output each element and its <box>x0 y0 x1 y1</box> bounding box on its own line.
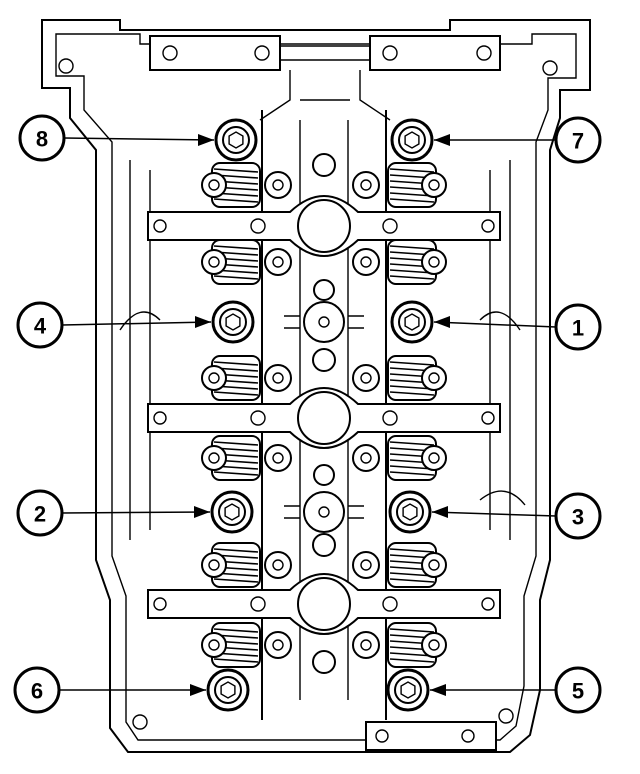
callout-circle <box>13 666 61 714</box>
leader-line <box>63 137 215 141</box>
arrowhead <box>198 134 214 146</box>
callout-label: 6 <box>31 679 43 704</box>
center-port-circles <box>284 153 364 674</box>
callout-circle <box>16 301 64 349</box>
callout-circle <box>554 492 602 540</box>
callout-label: 7 <box>572 129 584 154</box>
valve-spring <box>201 355 261 401</box>
callout-3: 3 <box>431 492 602 540</box>
head-bolt-8 <box>214 118 258 162</box>
arrowhead <box>190 684 206 696</box>
cam-bearing-bridge-2 <box>147 387 501 449</box>
head-bolts <box>206 118 434 712</box>
callout-label: 8 <box>36 127 48 152</box>
arrowhead <box>434 316 450 328</box>
cam-follower <box>352 171 380 199</box>
valve-spring <box>387 162 447 208</box>
bolt-sequence-callouts: 1 2 3 4 5 6 7 8 <box>13 114 602 714</box>
top-cam-cap-rail <box>149 35 501 121</box>
head-bolt-4 <box>211 300 255 344</box>
callout-label: 1 <box>572 316 584 341</box>
valve-spring <box>201 622 261 668</box>
leader-line <box>431 511 557 517</box>
valve-spring <box>387 355 447 401</box>
callout-6: 6 <box>13 666 206 714</box>
callout-label: 2 <box>34 502 46 527</box>
callout-circle <box>554 666 602 714</box>
callout-7: 7 <box>434 116 602 164</box>
arrowhead <box>194 506 210 518</box>
cam-follower <box>264 631 292 659</box>
callout-circle <box>554 303 602 351</box>
head-bolt-6 <box>206 668 250 712</box>
bottom-cam-cap-rail <box>365 721 497 751</box>
cam-bearing-bridge-3 <box>147 573 501 635</box>
cam-follower <box>264 171 292 199</box>
cam-follower <box>264 248 292 276</box>
leader-line <box>433 321 557 328</box>
callout-4: 4 <box>16 301 212 349</box>
callout-2: 2 <box>16 489 211 537</box>
callout-label: 3 <box>572 505 584 530</box>
valve-spring <box>201 435 261 481</box>
arrowhead <box>430 684 446 696</box>
arrowhead <box>432 506 448 518</box>
callout-circle <box>554 116 602 164</box>
valve-springs <box>201 162 447 668</box>
cam-followers <box>264 171 380 659</box>
head-bolt-5 <box>386 668 430 712</box>
cam-follower <box>352 364 380 392</box>
cam-follower <box>352 248 380 276</box>
cam-bearing-bridge-1 <box>147 195 501 257</box>
leader-line <box>61 321 212 326</box>
arrowhead <box>195 316 211 328</box>
callout-8: 8 <box>18 114 215 162</box>
valve-spring <box>201 239 261 285</box>
callout-5: 5 <box>430 666 602 714</box>
head-bolt-2 <box>210 490 254 534</box>
callout-label: 5 <box>572 679 584 704</box>
cam-follower <box>264 444 292 472</box>
callout-label: 4 <box>34 314 47 339</box>
cam-follower <box>352 444 380 472</box>
cam-follower <box>352 631 380 659</box>
valve-spring <box>387 435 447 481</box>
valve-spring <box>387 542 447 588</box>
leader-line <box>61 511 211 514</box>
callout-circle <box>18 114 66 162</box>
valve-spring <box>201 162 261 208</box>
cam-follower <box>264 364 292 392</box>
head-bolt-7 <box>390 118 434 162</box>
cam-follower <box>352 551 380 579</box>
valve-spring <box>201 542 261 588</box>
head-bolt-3 <box>388 490 432 534</box>
head-bolt-1 <box>390 300 434 344</box>
arrowhead <box>434 134 450 146</box>
callout-1: 1 <box>433 303 602 351</box>
cylinder-head-outline <box>41 19 591 753</box>
callout-circle <box>16 489 64 537</box>
valve-spring <box>387 239 447 285</box>
valve-spring <box>387 622 447 668</box>
cam-follower <box>264 551 292 579</box>
